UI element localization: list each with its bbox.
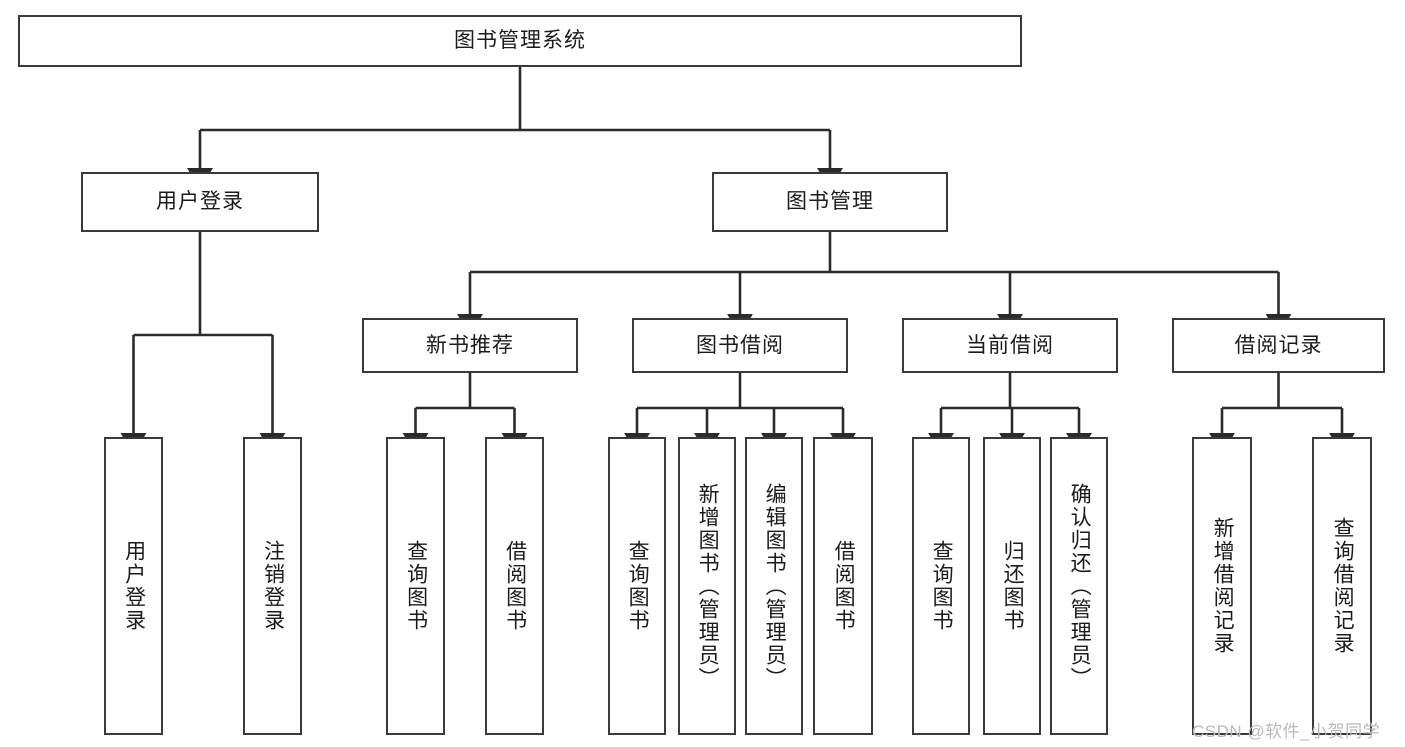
node-leaf-user-logout[interactable]: 注销登录 xyxy=(243,437,302,735)
node-label: 图书管理 xyxy=(786,190,874,214)
node-label: 借阅记录 xyxy=(1234,333,1323,357)
node-label: 借阅图书 xyxy=(503,540,527,632)
node-leaf-user-login[interactable]: 用户登录 xyxy=(104,437,163,735)
node-label: 注销登录 xyxy=(261,540,285,632)
node-label: 图书借阅 xyxy=(696,333,784,357)
node-label: 用户登录 xyxy=(156,190,244,214)
node-leaf-return-book[interactable]: 归还图书 xyxy=(983,437,1041,735)
node-label: 确认归还（管理员） xyxy=(1068,482,1092,690)
node-label: 借阅图书 xyxy=(832,540,856,632)
node-book-manage[interactable]: 图书管理 xyxy=(712,172,948,232)
node-leaf-confirm-return-admin[interactable]: 确认归还（管理员） xyxy=(1050,437,1108,735)
node-label: 用户登录 xyxy=(122,540,146,632)
node-label: 查询借阅记录 xyxy=(1331,517,1355,655)
node-label: 编辑图书（管理员） xyxy=(763,482,787,690)
node-label: 新书推荐 xyxy=(426,333,514,357)
node-label: 查询图书 xyxy=(404,540,428,632)
csdn-watermark: CSDN @软件_小贺同学 xyxy=(1192,722,1381,741)
node-label: 查询图书 xyxy=(930,540,954,632)
node-user-login[interactable]: 用户登录 xyxy=(81,172,319,232)
node-label: 查询图书 xyxy=(626,540,650,632)
node-current-borrow[interactable]: 当前借阅 xyxy=(902,318,1118,373)
node-label: 归还图书 xyxy=(1001,540,1025,632)
node-leaf-borrow-book[interactable]: 借阅图书 xyxy=(813,437,873,735)
node-leaf-query-borrow-record[interactable]: 查询借阅记录 xyxy=(1312,437,1372,735)
node-label: 新增借阅记录 xyxy=(1211,517,1235,655)
node-leaf-add-borrow-record[interactable]: 新增借阅记录 xyxy=(1192,437,1252,735)
node-leaf-query-book-current[interactable]: 查询图书 xyxy=(912,437,970,735)
node-book-borrow[interactable]: 图书借阅 xyxy=(632,318,848,373)
node-label: 新增图书（管理员） xyxy=(696,482,720,690)
node-leaf-query-book-borrow[interactable]: 查询图书 xyxy=(608,437,666,735)
node-label: 当前借阅 xyxy=(966,333,1054,357)
node-leaf-borrow-book-rec[interactable]: 借阅图书 xyxy=(485,437,544,735)
node-leaf-add-book-admin[interactable]: 新增图书（管理员） xyxy=(678,437,736,735)
node-label: 图书管理系统 xyxy=(454,29,586,53)
node-borrow-record[interactable]: 借阅记录 xyxy=(1172,318,1385,373)
node-root[interactable]: 图书管理系统 xyxy=(18,15,1022,67)
node-leaf-query-book-rec[interactable]: 查询图书 xyxy=(386,437,445,735)
node-new-book-recommend[interactable]: 新书推荐 xyxy=(362,318,578,373)
node-leaf-edit-book-admin[interactable]: 编辑图书（管理员） xyxy=(745,437,803,735)
